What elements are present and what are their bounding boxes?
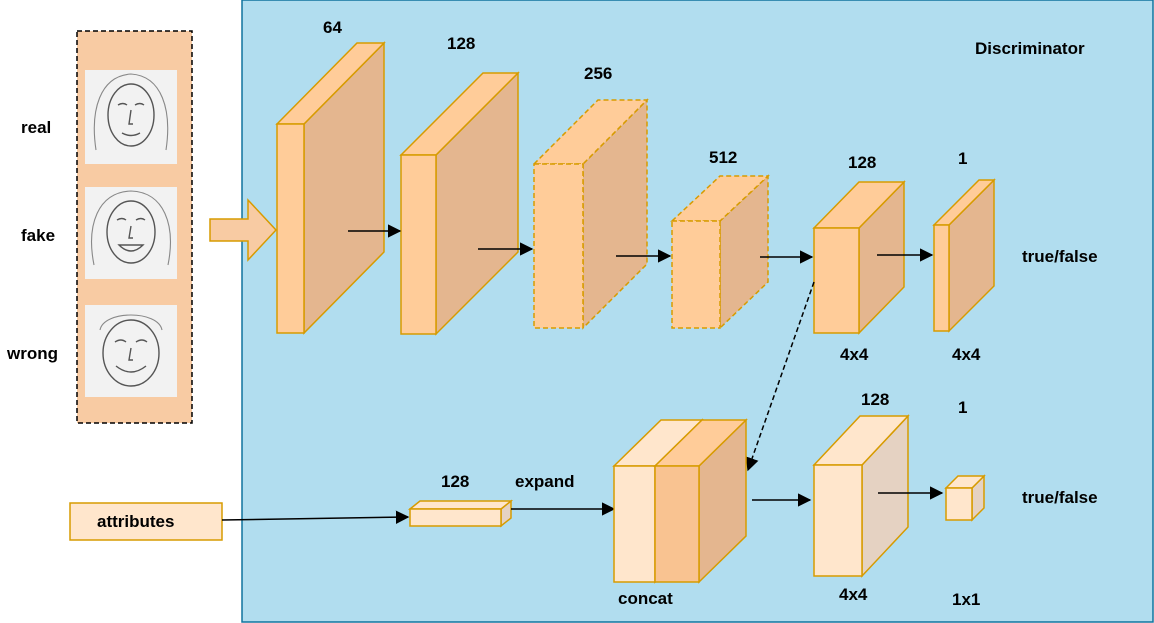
attributes-label: attributes — [97, 512, 174, 531]
embedding-label-128: 128 — [441, 472, 469, 491]
input-label-fake: fake — [21, 226, 55, 245]
size-label-bottom-1x1: 1x1 — [952, 590, 980, 609]
arrow-attributes-to-embedding — [221, 510, 410, 524]
top-output-label: true/false — [1022, 247, 1098, 266]
input-label-real: real — [21, 118, 51, 137]
attribute-embedding-block — [407, 499, 514, 528]
input-label-wrong: wrong — [6, 344, 58, 363]
size-label-top-4x4-b: 4x4 — [952, 345, 981, 364]
conv-block-256 — [532, 98, 649, 330]
channel-label-top-1: 1 — [958, 149, 967, 168]
conv-block-512 — [670, 174, 770, 330]
dashed-skip-arrow — [745, 281, 815, 472]
fake-face-image — [85, 187, 177, 279]
bottom-output-label: true/false — [1022, 488, 1098, 507]
attributes-box — [69, 502, 223, 541]
wrong-face-image — [85, 305, 177, 397]
channel-label-64: 64 — [323, 18, 342, 37]
channel-label-128: 128 — [447, 34, 475, 53]
conv-block-bottom-1-1x1 — [944, 474, 986, 522]
concat-label: concat — [618, 589, 673, 608]
size-label-top-4x4-a: 4x4 — [840, 345, 869, 364]
channel-label-512: 512 — [709, 148, 737, 167]
concat-block-features — [653, 418, 748, 584]
channel-label-top-128: 128 — [848, 153, 876, 172]
size-label-bottom-4x4: 4x4 — [839, 585, 868, 604]
conv-block-128 — [399, 71, 520, 336]
channel-label-bottom-1: 1 — [958, 398, 967, 417]
conv-block-top-128-4x4 — [812, 180, 906, 335]
conv-block-64 — [275, 41, 386, 335]
discriminator-title: Discriminator — [975, 39, 1085, 58]
real-face-image — [85, 70, 177, 164]
channel-label-bottom-128: 128 — [861, 390, 889, 409]
conv-block-bottom-128-4x4 — [812, 414, 910, 578]
input-block-arrow — [209, 198, 278, 262]
conv-block-top-1-4x4 — [932, 178, 996, 333]
channel-label-256: 256 — [584, 64, 612, 83]
expand-label: expand — [515, 472, 575, 491]
